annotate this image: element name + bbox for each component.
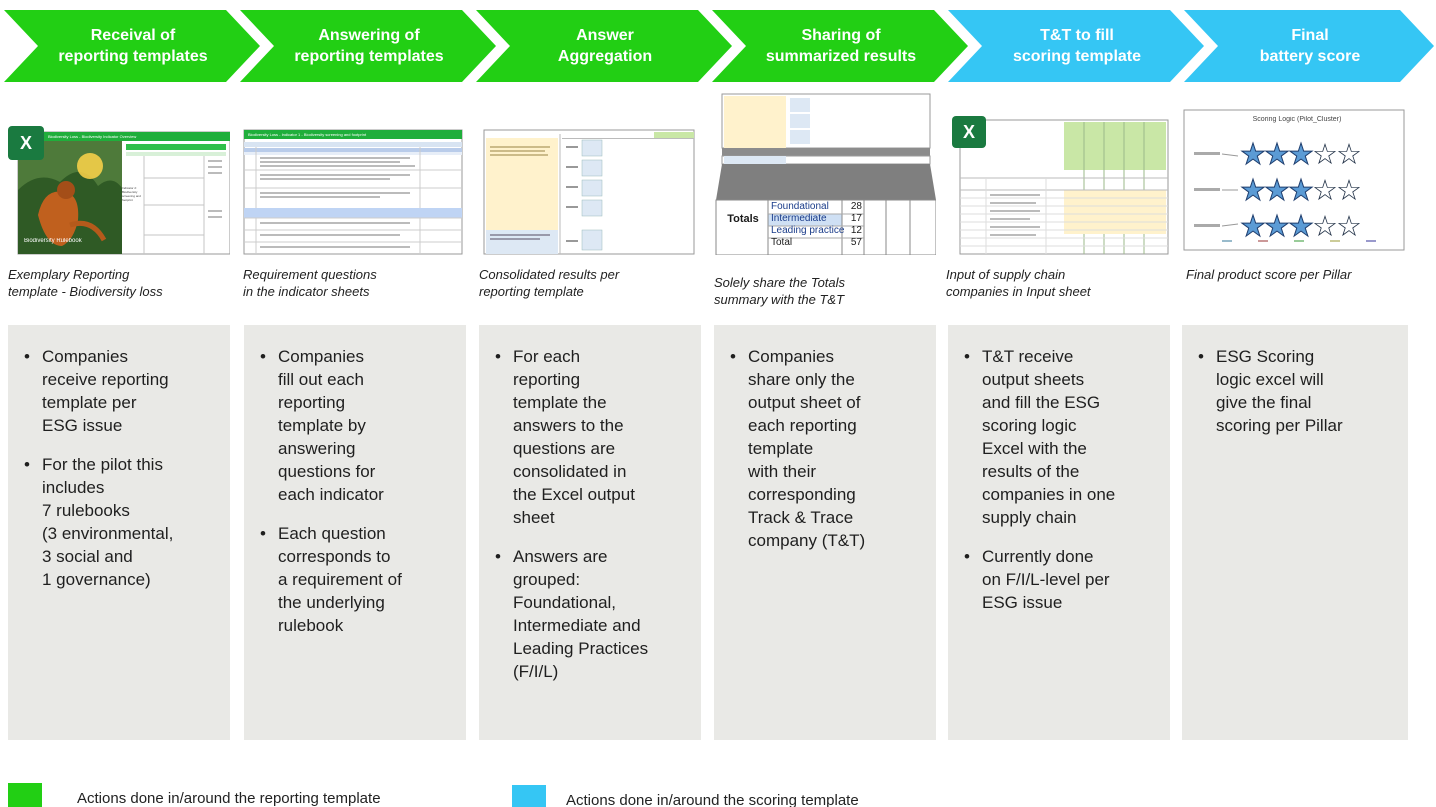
scoring-logic-thumbnail: Scoring Logic (Pilot_Cluster) ★★★☆☆ ★★★☆… [1182, 90, 1408, 255]
process-step-3: Answer Aggregation [476, 10, 732, 82]
step-label: Answering of reporting templates [294, 27, 444, 65]
totals-row-name: Intermediate [771, 213, 827, 224]
star-filled-icon: ★ [1240, 211, 1267, 244]
reporting-template-thumbnail: X Biodiversity Loss - Biodiversity Indic… [8, 90, 230, 255]
bullet-item: Answers are grouped: Foundational, Inter… [495, 545, 689, 683]
legend-swatch-blue [512, 785, 546, 807]
step-description-panel-5: T&T receive output sheets and fill the E… [948, 325, 1170, 740]
star-empty-icon: ☆ [1312, 175, 1338, 207]
star-empty-icon: ☆ [1336, 175, 1362, 207]
totals-row-name: Leading practice [771, 225, 845, 236]
star-filled-icon: ★ [1240, 139, 1267, 172]
step-label: Final battery score [1259, 27, 1361, 65]
star-rating-row: ★★★☆☆ [1240, 210, 1363, 244]
step-description-panel-6: ESG Scoring logic excel will give the fi… [1182, 325, 1408, 740]
caption-share-totals: Solely share the Totals summary with the… [714, 275, 846, 307]
star-filled-icon: ★ [1288, 139, 1315, 172]
step-description-panel-3: For each reporting template the answers … [479, 325, 701, 740]
totals-label: Totals [727, 213, 759, 225]
process-step-1: Receival of reporting templates [4, 10, 260, 82]
totals-summary-thumbnail: Totals Foundational 28 Intermediate 17 L… [714, 90, 936, 255]
star-filled-icon: ★ [1264, 175, 1291, 208]
star-filled-icon: ★ [1264, 211, 1291, 244]
scoring-input-thumbnail: X [946, 90, 1170, 255]
star-empty-icon: ☆ [1312, 211, 1338, 243]
bullet-item: For each reporting template the answers … [495, 345, 689, 529]
totals-row-value: 28 [850, 201, 862, 212]
star-filled-icon: ★ [1264, 139, 1291, 172]
caption-reporting-template: Exemplary Reporting template - Biodivers… [8, 267, 163, 299]
totals-row-name: Total [771, 237, 793, 248]
indicator-sheet-thumbnail: Biodiversity Loss - Indicator 1 - Biodiv… [242, 90, 464, 255]
totals-row-value: 12 [850, 225, 862, 236]
step-label: Answer Aggregation [557, 27, 653, 65]
step-label: Sharing of summarized results [765, 27, 917, 65]
thumbnail-title: Biodiversity Loss - Indicator 1 - Biodiv… [248, 132, 367, 137]
excel-icon [8, 126, 44, 160]
cover-text: Biodiversity Rulebook [24, 238, 82, 244]
step-description-panel-2: Companies fill out each reporting templa… [244, 325, 466, 740]
output-sheet-thumbnail [478, 90, 700, 255]
star-rating-row: ★★★☆☆ [1240, 138, 1363, 172]
excel-icon [952, 116, 986, 148]
star-filled-icon: ★ [1240, 175, 1267, 208]
step-label: Receival of reporting templates [58, 27, 208, 65]
star-rating-row: ★★★☆☆ [1240, 174, 1363, 208]
legend-label-reporting: Actions done in/around the reporting tem… [77, 790, 381, 807]
bullet-item: Companies receive reporting template per… [24, 345, 218, 437]
thumbnail-title: Scoring Logic (Pilot_Cluster) [1252, 116, 1342, 123]
caption-final-score: Final product score per Pillar [1186, 267, 1352, 282]
caption-supply-chain-input: Input of supply chain companies in Input… [946, 267, 1091, 299]
bullet-item: For the pilot this includes 7 rulebooks … [24, 453, 218, 591]
thumbnail-title: Biodiversity Loss - Biodiversity Indicat… [48, 134, 137, 139]
excel-icon-letter: X [19, 133, 32, 153]
bullet-item: ESG Scoring logic excel will give the fi… [1198, 345, 1396, 437]
process-step-6: Final battery score [1184, 10, 1434, 82]
star-filled-icon: ★ [1288, 175, 1315, 208]
bullet-item: Currently done on F/I/L-level per ESG is… [964, 545, 1158, 614]
totals-row-value: 17 [850, 213, 862, 224]
star-filled-icon: ★ [1288, 211, 1315, 244]
star-empty-icon: ☆ [1312, 139, 1338, 171]
bullet-item: Companies fill out each reporting templa… [260, 345, 454, 506]
star-empty-icon: ☆ [1336, 211, 1362, 243]
process-step-5: T&T to fill scoring template [948, 10, 1204, 82]
caption-consolidated-results: Consolidated results per reporting templ… [479, 267, 620, 299]
step-description-panel-1: Companies receive reporting template per… [8, 325, 230, 740]
legend-swatch-green [8, 783, 42, 807]
totals-row-value: 57 [850, 237, 862, 248]
legend-label-scoring: Actions done in/around the scoring templ… [566, 792, 859, 807]
totals-row-name: Foundational [771, 201, 829, 212]
bullet-item: T&T receive output sheets and fill the E… [964, 345, 1158, 529]
process-step-4: Sharing of summarized results [712, 10, 968, 82]
star-empty-icon: ☆ [1336, 139, 1362, 171]
bullet-item: Each question corresponds to a requireme… [260, 522, 454, 637]
bullet-item: Companies share only the output sheet of… [730, 345, 924, 552]
indicator-text: Indicator 2: Biodiversity screening and … [122, 186, 141, 202]
step-label: T&T to fill scoring template [1012, 27, 1142, 65]
step-description-panel-4: Companies share only the output sheet of… [714, 325, 936, 740]
process-step-2: Answering of reporting templates [240, 10, 496, 82]
excel-icon-letter: X [962, 122, 975, 142]
caption-requirement-questions: Requirement questions in the indicator s… [243, 267, 377, 299]
